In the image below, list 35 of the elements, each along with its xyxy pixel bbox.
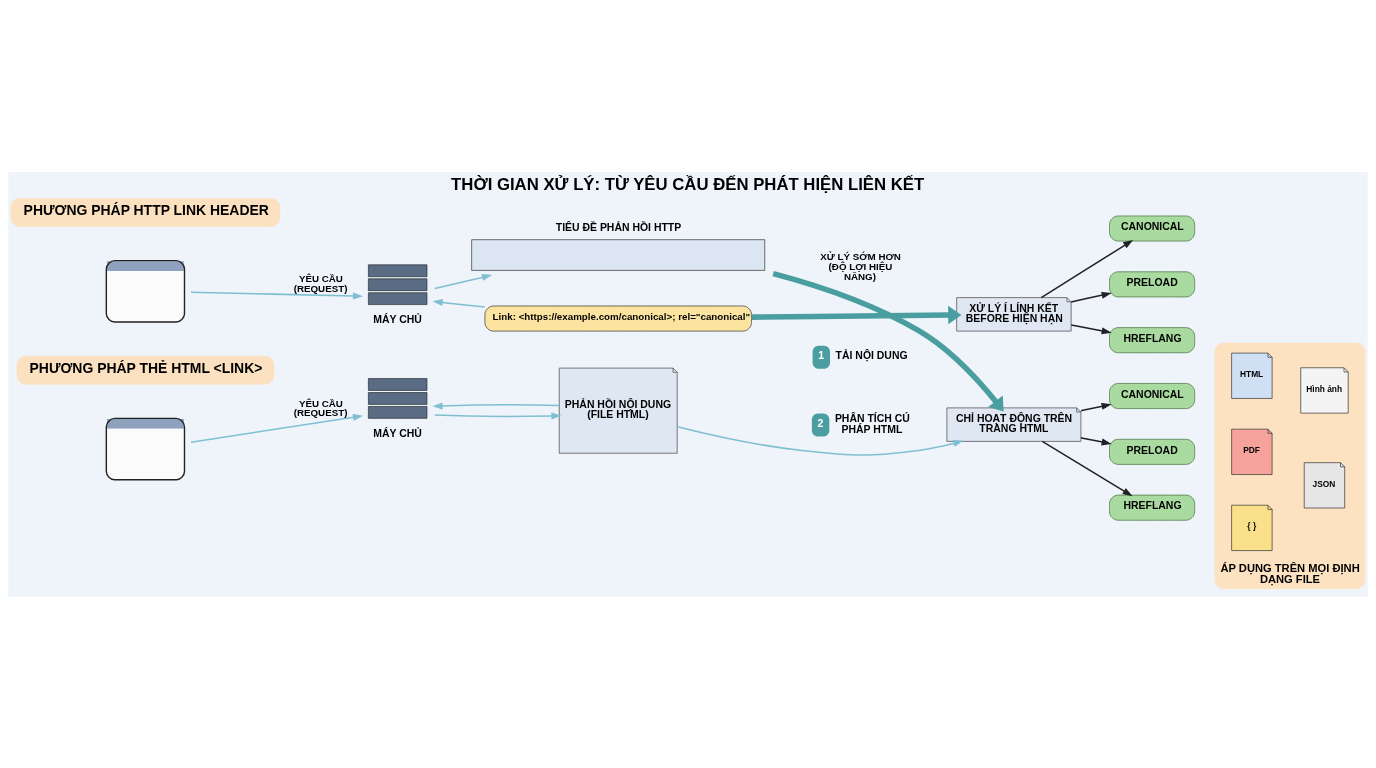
node-label: PHÂN TÍCH CÚ PHÁP HTML (834, 412, 910, 435)
node-box: HREFLANG (1109, 494, 1195, 521)
arrow (1041, 440, 1133, 496)
node-box: PRELOAD (1109, 270, 1195, 297)
arrow (434, 273, 493, 289)
arrow (1040, 239, 1134, 298)
arrow (190, 413, 363, 443)
node-box: CANONICAL (1109, 382, 1195, 409)
arrow (1080, 436, 1112, 445)
node-label: TIÊU ĐỀ PHẢN HỒI HTTP (555, 221, 682, 233)
arrow (1070, 291, 1112, 303)
node-box: PRELOAD (1109, 438, 1195, 465)
arrow (190, 291, 363, 299)
node-box: PHƯƠNG PHÁP HTTP LINK HEADER (10, 197, 281, 227)
edge-label: YÊU CẦU (REQUEST) (293, 397, 348, 418)
arrow (434, 412, 562, 420)
arrow (772, 270, 1004, 412)
edge-label: YÊU CẦU (REQUEST) (293, 272, 348, 294)
arrow (751, 305, 962, 324)
arrow (1080, 402, 1112, 411)
diagram-title: THỜI GIAN XỬ LÝ: TỪ YÊU CẦU ĐẾN PHÁT HIỆN LIÊN KẾT (451, 174, 925, 194)
arrow (1070, 323, 1112, 334)
node-box: HREFLANG (1109, 326, 1195, 353)
node-label: TẢI NỘI DUNG (835, 349, 908, 361)
node-label: MÁY CHỦ (373, 427, 422, 439)
arrow (432, 401, 560, 409)
edge-label: XỬ LÝ SỚM HƠN (ĐỘ LỢI HIỆU NĂNG) (820, 250, 901, 282)
arrow (676, 425, 964, 456)
node-box: PHƯƠNG PHÁP THẺ HTML <LINK> (16, 355, 275, 384)
node-label: MÁY CHỦ (373, 313, 422, 325)
arrow (432, 298, 486, 308)
node-box: 1 (812, 345, 830, 369)
node-box: Link: <https://example.com/canonical>; rel="canonical" (484, 305, 752, 331)
node-box: CANONICAL (1109, 215, 1195, 241)
node-box: 2 (811, 412, 830, 436)
